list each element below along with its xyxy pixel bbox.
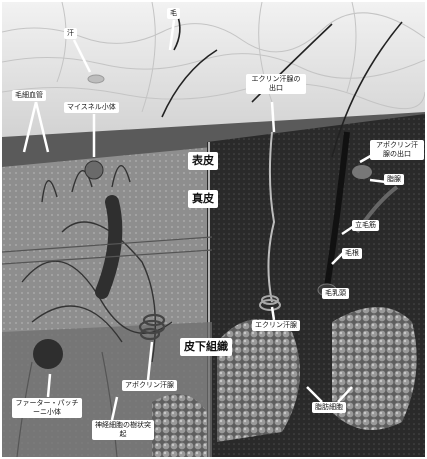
- fat-cluster-3: [152, 394, 207, 457]
- label-hair-root: 毛根: [342, 248, 362, 259]
- label-sweat: 汗: [64, 28, 77, 39]
- label-apocrine-gland: アポクリン汗腺: [122, 380, 177, 391]
- label-dermis: 真皮: [188, 190, 218, 208]
- label-hair-papilla: 毛乳頭: [322, 288, 349, 299]
- label-meissner: マイスネル小体: [64, 102, 119, 113]
- label-apocrine-outlet: アポクリン汗腺の出口: [370, 140, 424, 160]
- label-sebaceous: 脂腺: [384, 174, 404, 185]
- label-capillary: 毛細血管: [12, 90, 46, 101]
- pacinian-corpuscle: [33, 339, 63, 369]
- label-pacinian: ファーター・パッチーニ小体: [12, 398, 82, 418]
- meissner-corpuscle: [85, 161, 103, 179]
- label-eccrine-gland: エクリン汗腺: [252, 320, 300, 331]
- label-nerve-ending: 神経細胞の樹状突起: [92, 420, 154, 440]
- label-subcutis: 皮下組織: [180, 338, 232, 356]
- sweat-pore: [88, 75, 104, 83]
- sebaceous-gland: [352, 165, 372, 179]
- label-epidermis: 表皮: [188, 152, 218, 170]
- label-fat-cells: 脂肪細胞: [312, 402, 346, 413]
- label-arrector: 立毛筋: [352, 220, 379, 231]
- label-hair: 毛: [167, 8, 180, 19]
- label-eccrine-outlet: エクリン汗腺の出口: [246, 74, 306, 94]
